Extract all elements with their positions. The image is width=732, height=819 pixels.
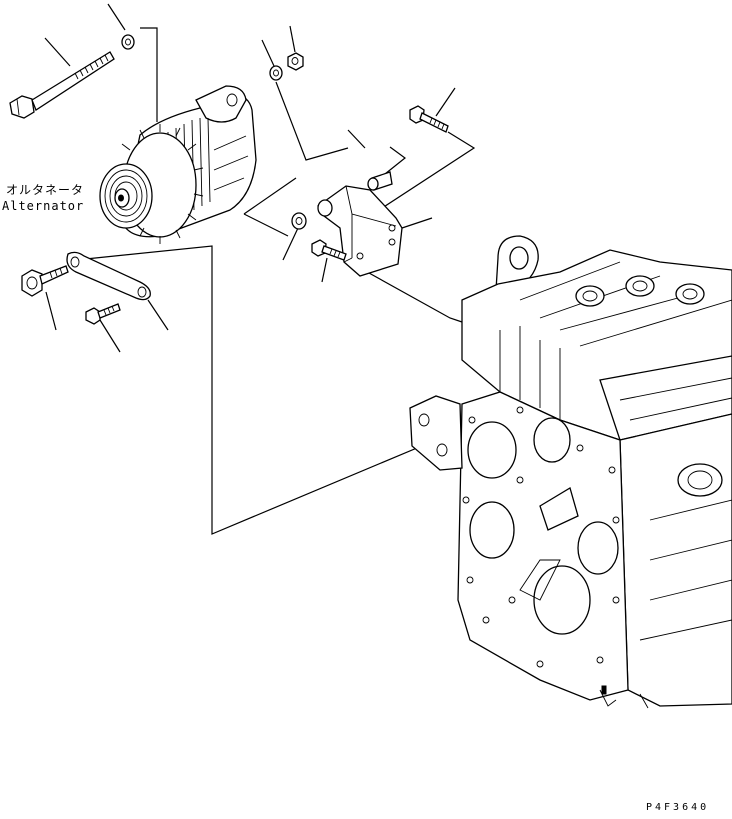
leader-lines [44, 3, 476, 535]
washer-top-left [121, 34, 135, 50]
engine-block [409, 235, 732, 709]
bolt-lower-small [85, 303, 121, 325]
nut-top-right [287, 52, 304, 71]
alternator-label-jp: オルタネータ [6, 183, 85, 197]
washer-middle [291, 212, 307, 230]
alternator [99, 85, 257, 244]
bolt-upper-right [409, 105, 449, 133]
alternator-bracket [317, 185, 403, 277]
spacer-collar [367, 171, 393, 191]
long-bolt [9, 51, 115, 119]
adjusting-link [66, 251, 151, 301]
washer-top-right [269, 65, 283, 81]
alternator-label-en: Alternator [2, 199, 85, 213]
bolt-bracket [311, 239, 347, 261]
drawing-code: P4F3640 [646, 802, 710, 813]
bolt-lower-left [21, 265, 69, 297]
